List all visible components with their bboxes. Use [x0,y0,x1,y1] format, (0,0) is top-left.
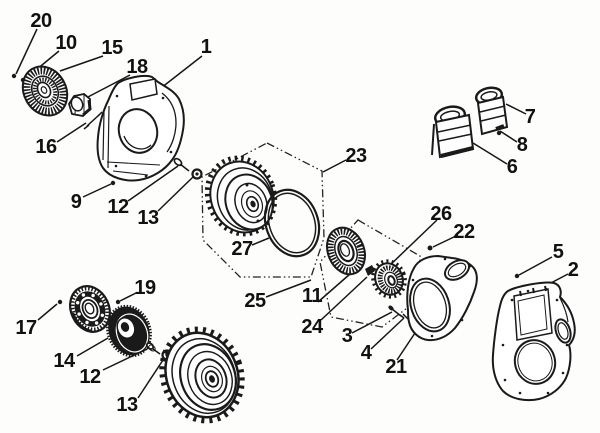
leader-20 [15,28,38,75]
leader-9 [82,183,112,198]
callout-12-upper: 12 [107,196,129,218]
assembly-box-23 [201,142,325,278]
callout-7: 7 [524,106,536,128]
callout-11: 11 [301,285,323,307]
bolt-12-lower [145,342,161,355]
callout-8: 8 [516,134,528,156]
callout-4: 4 [360,342,372,364]
leader-lines [11,28,569,399]
bracket-6 [431,105,475,159]
callout-25: 25 [244,290,266,312]
callout-19: 19 [134,277,156,299]
leader-7 [505,103,527,115]
leader-6 [472,142,508,165]
o-ring-25 [263,188,321,258]
leader-23 [322,159,347,173]
pin-16 [83,111,103,130]
leader-3 [351,311,393,334]
leader-8 [499,130,518,143]
callout-14: 14 [53,350,75,372]
callout-13-upper: 13 [137,207,159,229]
assembly-box-26 [319,219,421,328]
leader-19 [119,292,137,302]
rear-housing-2 [491,281,576,402]
leader-16 [56,122,87,143]
crank-gear-lower [159,326,245,424]
callout-17: 17 [15,317,37,339]
callout-23: 23 [345,145,367,167]
bolt-3 [388,305,405,319]
callout-21: 21 [385,356,407,378]
callout-10: 10 [55,32,77,54]
callout-27: 27 [231,238,253,260]
leader-25 [265,279,312,298]
leader-15 [59,55,104,72]
dowel-4 [402,313,409,320]
callout-9: 9 [70,191,82,213]
leader-dot-17 [57,299,63,305]
gasket-21 [406,254,478,342]
callout-18: 18 [126,56,148,78]
callout-3: 3 [341,325,353,347]
leader-22 [432,234,459,248]
callout-22: 22 [453,221,475,243]
leader-17 [37,303,58,321]
bolt-8 [496,130,502,136]
gear-27 [204,155,278,237]
callout-26: 26 [430,203,452,225]
leader-dot-9 [110,180,116,186]
callout-6: 6 [506,156,518,178]
gear-26 [371,259,407,299]
front-cover-1 [96,74,185,182]
leader-4 [370,317,405,350]
callout-16: 16 [35,136,57,158]
callout-20: 20 [30,10,52,32]
callout-13-lower: 13 [116,394,138,416]
callout-12-lower: 12 [79,366,101,388]
leader-1 [160,55,203,89]
bearing-front [21,65,69,117]
callout-5: 5 [552,241,564,263]
callout-15: 15 [101,37,123,59]
washer-13-upper [191,168,203,180]
callout-24: 24 [301,316,323,338]
leader-14 [76,337,109,357]
leader-13-upper [157,176,194,212]
leader-dot-5 [514,273,520,279]
bearing-11 [326,226,366,276]
rotor-14 [106,304,152,358]
bracket-7 [474,86,509,136]
leader-18 [85,74,131,99]
callout-1: 1 [200,36,212,58]
nut-18 [68,93,92,117]
screw-12-upper [173,157,190,172]
leader-13-lower [137,359,164,399]
leader-24 [320,276,368,321]
leader-dot-20 [11,73,17,79]
leader-12-upper [127,165,179,202]
ball-bearing-lower [69,285,111,333]
callout-2: 2 [567,259,579,281]
leader-27 [251,237,270,246]
leader-dot-19 [115,299,121,305]
leader-26 [386,219,438,269]
plug-22 [427,245,433,251]
leader-5 [518,256,553,276]
key-24 [365,265,375,276]
